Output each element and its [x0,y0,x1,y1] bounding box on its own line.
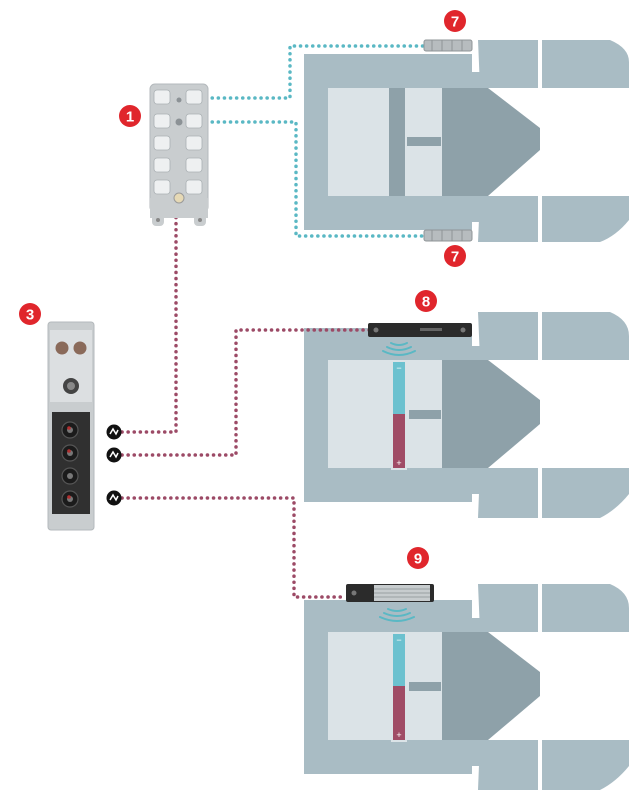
io-link-icon [106,447,122,463]
svg-text:+: + [396,730,401,740]
badge-9: 9 [407,547,429,569]
io-module-hub [149,83,209,226]
inductive-sensor-bottom [423,229,473,242]
badge-3: 3 [19,303,41,325]
badge-9-label: 9 [414,551,422,568]
io-link-icon [106,490,122,506]
wireless-signal-icon [382,342,416,356]
badge-7-bottom-label: 7 [451,249,459,266]
badge-1: 1 [119,105,141,127]
badge-7-top-label: 7 [451,14,459,31]
badge-7-top: 7 [444,10,466,32]
cable-module1-to-sensor7-top [198,44,426,100]
badge-3-label: 3 [26,307,34,324]
cable-master-to-sensor9 [120,496,348,599]
inductive-sensor-top [423,39,473,52]
io-link-master [47,321,95,531]
position-sensor-9 [346,584,434,602]
io-link-icon [106,424,122,440]
badge-8-label: 8 [422,294,430,311]
wireless-signal-icon [379,608,415,622]
machine-unit-middle: − + [304,312,629,518]
badge-1-label: 1 [126,109,134,126]
position-sensor-8 [368,323,472,337]
cable-master-to-sensor8 [120,328,372,457]
svg-text:−: − [396,635,401,645]
io-link-cables [120,214,372,599]
cable-module1-to-sensor7-bottom [198,120,426,238]
svg-text:+: + [396,458,401,468]
machine-unit-bottom: − + [304,584,629,790]
cable-master-to-module1 [120,214,178,434]
svg-text:−: − [396,363,401,373]
sensor-cables [198,44,426,238]
badge-7-bottom: 7 [444,245,466,267]
machine-unit-top [304,40,629,242]
badge-8: 8 [415,290,437,312]
